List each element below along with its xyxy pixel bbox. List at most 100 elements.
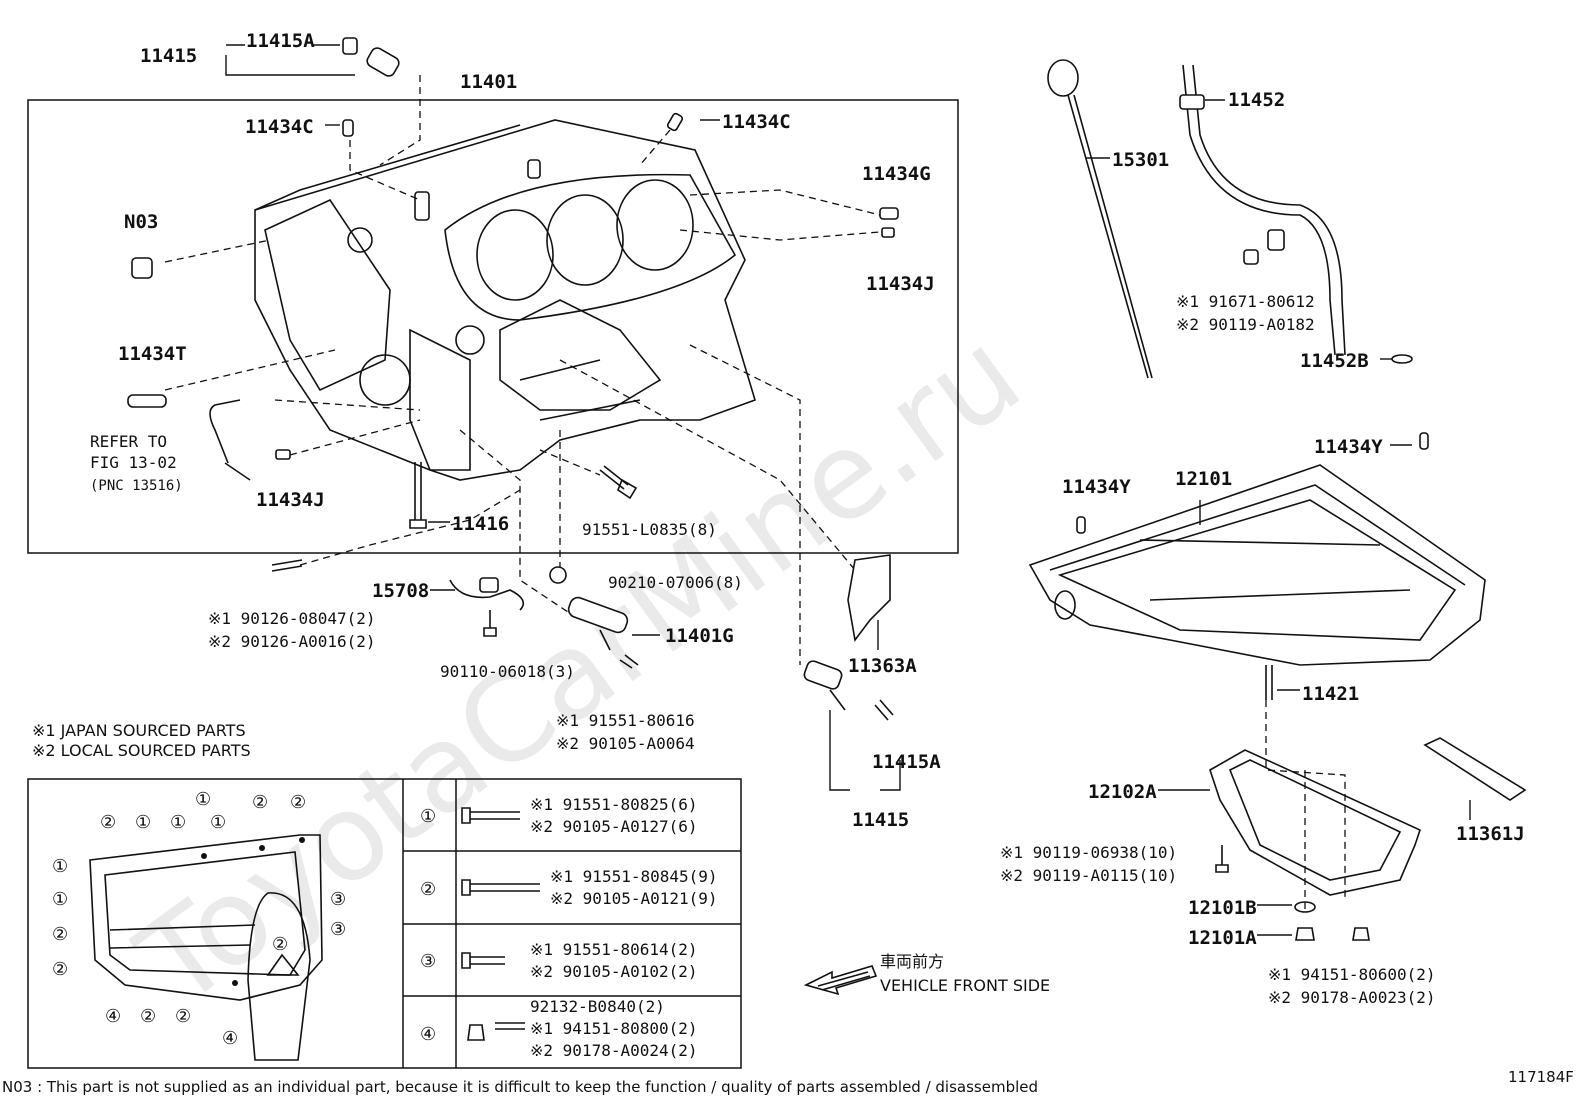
bolt-row-2-icon	[461, 879, 540, 896]
code-90119-a0115[interactable]: ※2 90119-A0115(10)	[1000, 866, 1177, 885]
label-11434c-right[interactable]: 11434C	[722, 111, 791, 133]
bolt-91551-80616[interactable]	[619, 654, 639, 669]
code-94151-80600[interactable]: ※1 94151-80600(2)	[1268, 965, 1436, 984]
pin-11434j-right[interactable]	[881, 227, 895, 238]
drain-plug-94151[interactable]	[1352, 927, 1370, 941]
pan-mark-bottom-1: ④	[105, 1006, 121, 1027]
pin-11434y-left[interactable]	[1076, 516, 1086, 534]
sensor-11401g[interactable]	[566, 595, 629, 651]
bolt-row-1-code-2[interactable]: ※2 90105-A0127(6)	[530, 817, 698, 836]
pan-mark-top-6: ②	[252, 792, 268, 813]
direction-en: VEHICLE FRONT SIDE	[880, 976, 1050, 995]
label-90110[interactable]: 90110-06018(3)	[440, 662, 575, 681]
bolt-11415a-lower[interactable]	[874, 699, 894, 721]
label-11363a[interactable]: 11363A	[848, 655, 917, 677]
label-11434t[interactable]: 11434T	[118, 343, 187, 365]
code-91671[interactable]: ※1 91671-80612	[1176, 292, 1315, 311]
label-11415a-top[interactable]: 11415A	[246, 30, 315, 52]
pan-mark-bottom-3: ②	[175, 1006, 191, 1027]
washer-90210[interactable]	[549, 566, 567, 584]
label-91551-l0835[interactable]: 91551-L0835(8)	[582, 520, 717, 539]
pan-mark-left-2: ①	[52, 889, 68, 910]
label-11434c-left[interactable]: 11434C	[245, 116, 314, 138]
code-90126-a0016[interactable]: ※2 90126-A0016(2)	[208, 632, 376, 651]
pan-mark-top-4: ①	[195, 789, 211, 810]
bolt-row-1-code-1[interactable]: ※1 91551-80825(6)	[530, 795, 698, 814]
label-11361j[interactable]: 11361J	[1456, 823, 1525, 845]
footnote-n03: N03 : This part is not supplied as an in…	[2, 1078, 1038, 1096]
label-90210[interactable]: 90210-07006(8)	[608, 573, 743, 592]
label-11421[interactable]: 11421	[1302, 683, 1359, 705]
code-90105-a0064[interactable]: ※2 90105-A0064	[556, 734, 695, 753]
label-12102a[interactable]: 12102A	[1088, 781, 1157, 803]
pin-11434t[interactable]	[127, 394, 167, 408]
dipstick-15301[interactable]	[1047, 59, 1153, 379]
label-11452b[interactable]: 11452B	[1300, 350, 1369, 372]
cylinder-block[interactable]	[254, 119, 756, 481]
refer-line-3[interactable]: (PNC 13516)	[90, 478, 183, 494]
o-ring-11452b[interactable]	[1391, 354, 1413, 364]
dowel-pin-11434c-left[interactable]	[342, 119, 354, 137]
code-90119-a0182[interactable]: ※2 90119-A0182	[1176, 315, 1315, 334]
bolt-row-4-code-2[interactable]: ※1 94151-80800(2)	[530, 1019, 698, 1038]
oil-pan-12102a[interactable]	[1209, 749, 1421, 896]
label-15708[interactable]: 15708	[372, 580, 429, 602]
code-91551-80616[interactable]: ※1 91551-80616	[556, 711, 695, 730]
block-frame	[27, 99, 959, 554]
cover-11361j[interactable]	[1423, 737, 1527, 801]
bolt-row-2-code-2[interactable]: ※2 90105-A0121(9)	[550, 889, 718, 908]
drain-plug-12101a[interactable]	[1295, 927, 1315, 941]
legend-japan: ※1 JAPAN SOURCED PARTS	[32, 721, 246, 740]
pin-11434g[interactable]	[879, 207, 899, 220]
label-11416[interactable]: 11416	[452, 513, 509, 535]
pin-11434j-bottom[interactable]	[275, 449, 291, 460]
label-11434j-bottom[interactable]: 11434J	[256, 489, 325, 511]
code-90178-a0023[interactable]: ※2 90178-A0023(2)	[1268, 988, 1436, 1007]
plug-n03[interactable]	[131, 257, 153, 279]
bolt-row-3-code-1[interactable]: ※1 91551-80614(2)	[530, 940, 698, 959]
pin-11434y-right[interactable]	[1419, 432, 1429, 450]
vehicle-front-arrow-icon	[803, 965, 878, 996]
oil-pan-12101[interactable]	[1028, 464, 1486, 666]
bolt-row-3-code-2[interactable]: ※2 90105-A0102(2)	[530, 962, 698, 981]
label-11434j-right[interactable]: 11434J	[866, 273, 935, 295]
label-15301[interactable]: 15301	[1112, 149, 1169, 171]
label-11452[interactable]: 11452	[1228, 89, 1285, 111]
label-11434y-right[interactable]: 11434Y	[1314, 436, 1383, 458]
dowel-pin-11434c-right[interactable]	[666, 112, 684, 132]
bolt-row-2-code-1[interactable]: ※1 91551-80845(9)	[550, 867, 718, 886]
label-11434y-left[interactable]: 11434Y	[1062, 476, 1131, 498]
label-11415-top[interactable]: 11415	[140, 45, 197, 67]
bolt-91671[interactable]	[1243, 249, 1259, 265]
bolt-row-1-mark: ①	[420, 806, 436, 827]
refer-line-2: FIG 13-02	[90, 453, 177, 472]
label-11401g[interactable]: 11401G	[665, 625, 734, 647]
label-11415-bottom[interactable]: 11415	[852, 809, 909, 831]
label-11434g[interactable]: 11434G	[862, 163, 931, 185]
sensor-plug-11415a[interactable]	[342, 37, 401, 78]
label-12101b[interactable]: 12101B	[1188, 897, 1257, 919]
pan-mark-left-3: ②	[52, 924, 68, 945]
code-90126-08047[interactable]: ※1 90126-08047(2)	[208, 609, 376, 628]
baffle-11363a[interactable]	[847, 554, 891, 642]
bolt-11416[interactable]	[409, 462, 427, 529]
bolt-91551-l0835[interactable]	[599, 465, 638, 500]
label-12101[interactable]: 12101	[1175, 468, 1232, 490]
sensor-11415-lower[interactable]	[803, 659, 846, 711]
bolt-row-4-code-1[interactable]: 92132-B0840(2)	[530, 997, 665, 1016]
label-n03[interactable]: N03	[124, 211, 158, 233]
code-90119-06938[interactable]: ※1 90119-06938(10)	[1000, 843, 1177, 862]
bolt-row-4-code-3[interactable]: ※2 90178-A0024(2)	[530, 1041, 698, 1060]
pan-mark-top-5: ①	[210, 812, 226, 833]
pipe-15708[interactable]	[449, 579, 525, 611]
refer-line-1: REFER TO	[90, 432, 167, 451]
dipstick-guide-11452[interactable]	[1179, 64, 1346, 356]
label-11401[interactable]: 11401	[460, 71, 517, 93]
tube-13516[interactable]	[209, 399, 241, 464]
label-11415a-bottom[interactable]: 11415A	[872, 751, 941, 773]
stud-90126[interactable]	[271, 559, 303, 572]
bolt-90119[interactable]	[1215, 845, 1229, 873]
bolt-90110[interactable]	[483, 610, 497, 637]
stud-11421[interactable]	[1265, 665, 1273, 700]
label-12101a[interactable]: 12101A	[1188, 927, 1257, 949]
